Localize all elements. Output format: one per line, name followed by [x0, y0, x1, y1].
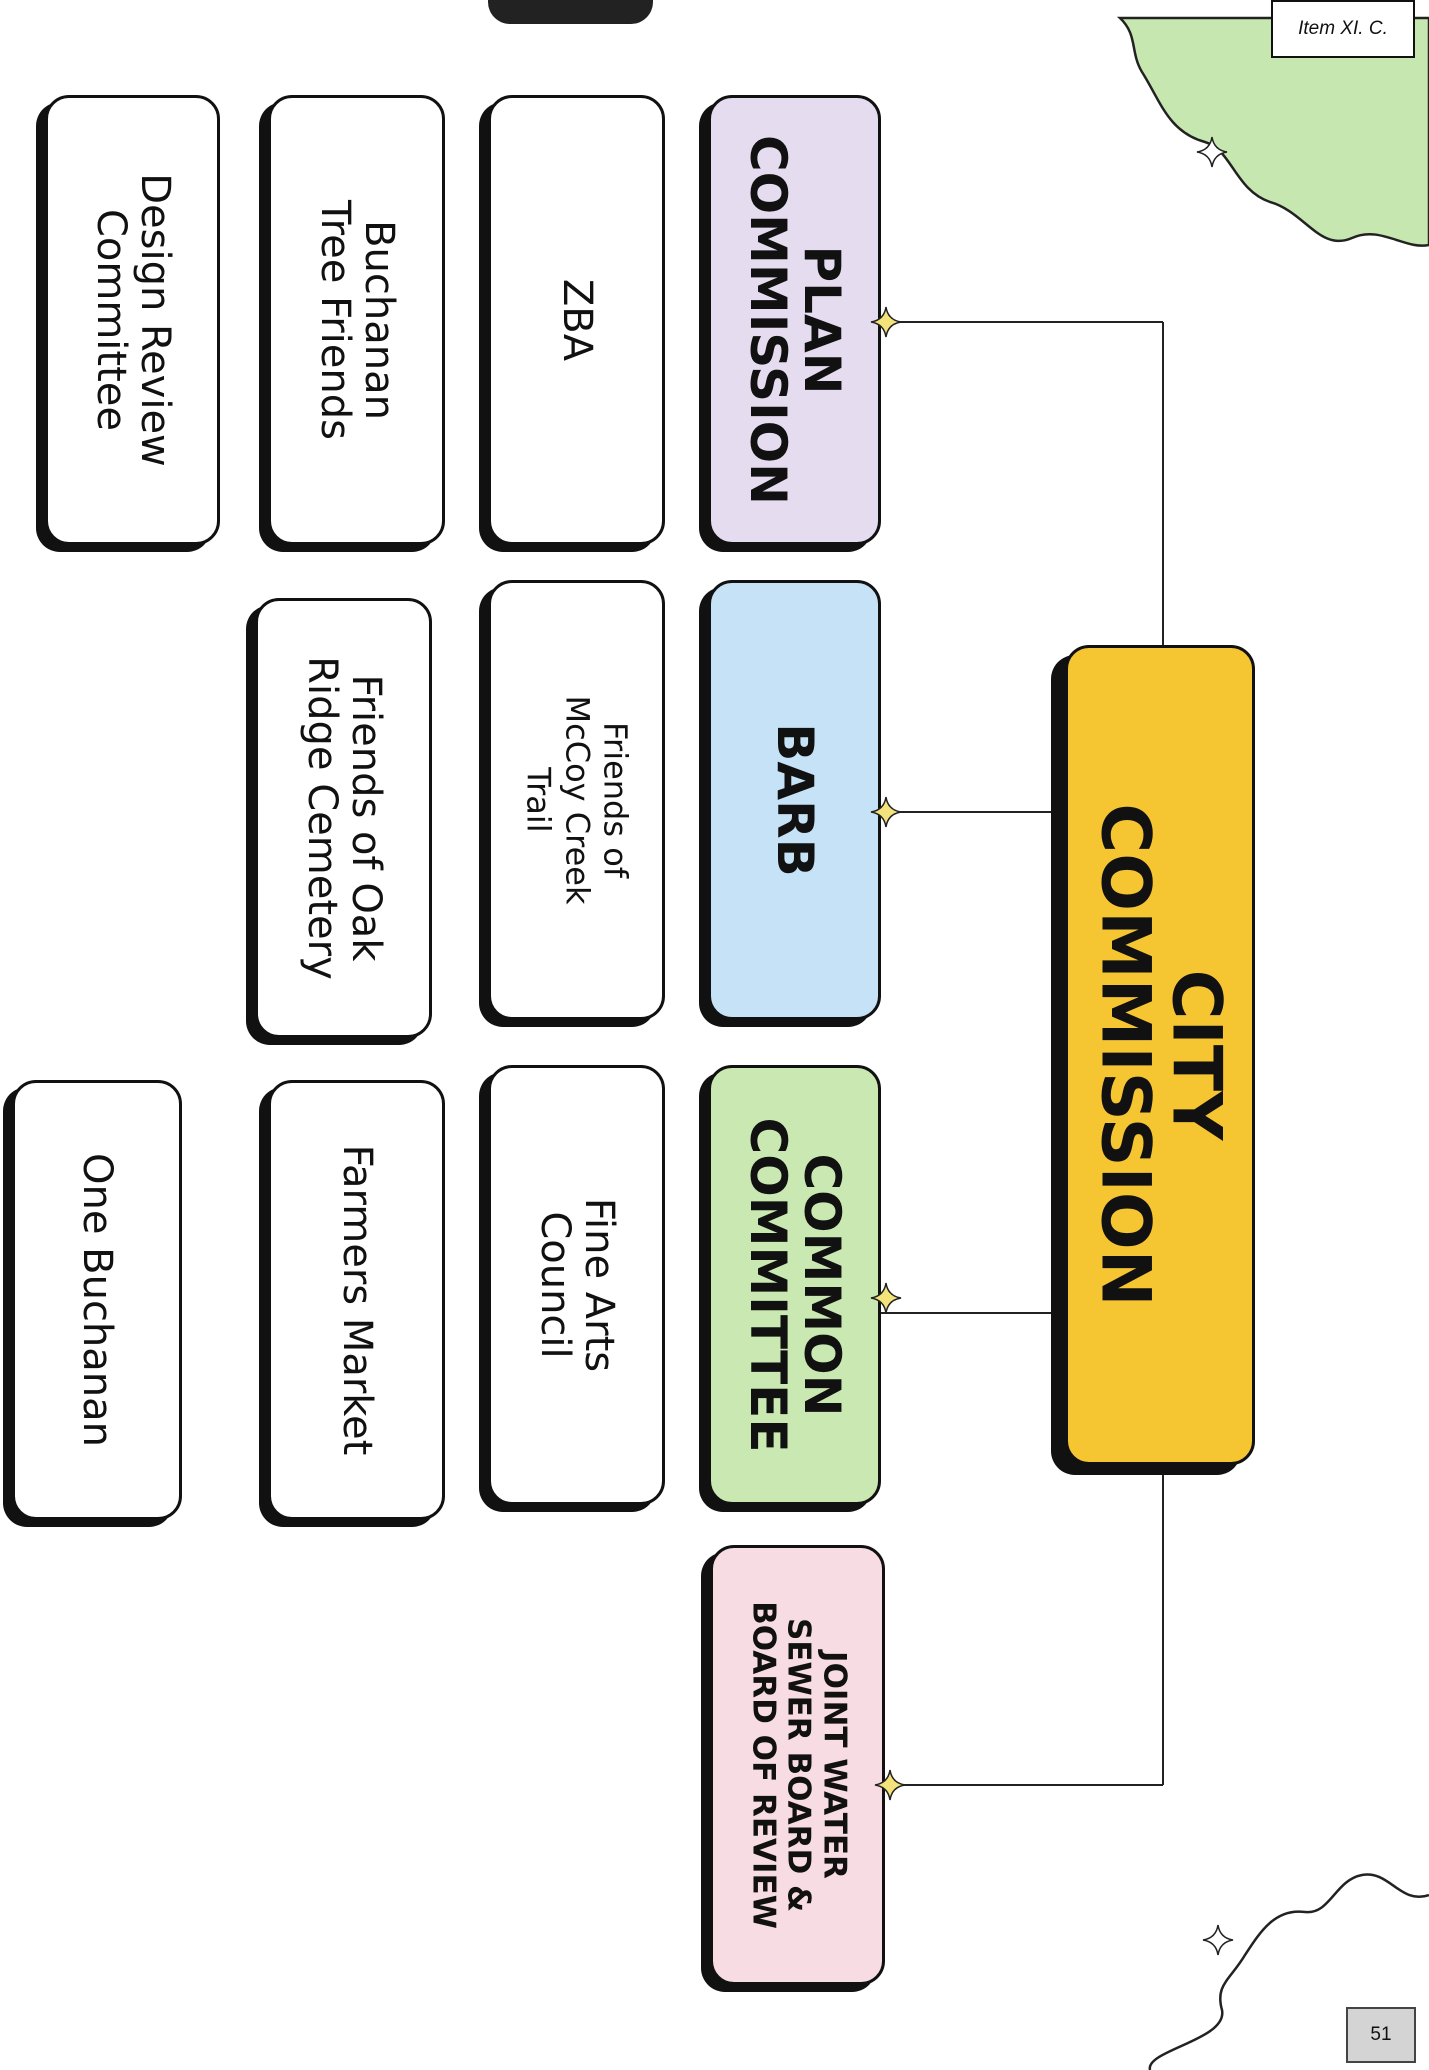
sparkle-star-icon — [870, 306, 902, 338]
buchanan-tree-friends-node: Buchanan Tree Friends — [268, 95, 445, 545]
friends-oak-ridge-cemetery-label: Friends of Oak Ridge Cemetery — [298, 656, 389, 980]
sparkle-star-icon — [1196, 136, 1228, 168]
zba-node: ZBA — [488, 95, 665, 545]
top-partial-box-decoration — [488, 0, 653, 24]
page-number: 51 — [1346, 2007, 1416, 2063]
barb-label: BARB — [765, 723, 824, 877]
green-blob-decoration — [1116, 16, 1429, 247]
fine-arts-council-label: Fine Arts Council — [531, 1197, 622, 1373]
joint-water-sewer-board-label: JOINT WATER SEWER BOARD & BOARD OF REVIE… — [744, 1601, 852, 1929]
design-review-committee-node: Design Review Committee — [45, 95, 220, 545]
farmers-market-label: Farmers Market — [333, 1144, 380, 1456]
city-commission-label: CITY COMMISSION — [1085, 803, 1236, 1307]
zba-label: ZBA — [553, 278, 600, 362]
barb-node: BARB — [708, 580, 881, 1020]
joint-water-sewer-board-node: JOINT WATER SEWER BOARD & BOARD OF REVIE… — [710, 1545, 885, 1985]
buchanan-tree-friends-label: Buchanan Tree Friends — [311, 200, 402, 440]
one-buchanan-node: One Buchanan — [12, 1080, 182, 1520]
design-review-committee-label: Design Review Committee — [87, 173, 178, 467]
one-buchanan-label: One Buchanan — [74, 1152, 120, 1448]
friends-mccoy-creek-trail-node: Friends of McCoy Creek Trail — [488, 580, 665, 1020]
common-committee-label: COMMON COMMITTEE — [738, 1117, 851, 1453]
friends-mccoy-creek-trail-label: Friends of McCoy Creek Trail — [519, 695, 635, 905]
plan-commission-label: PLAN COMMISSION — [738, 134, 851, 506]
squiggle-line-decoration — [1148, 1873, 1429, 2070]
fine-arts-council-node: Fine Arts Council — [488, 1065, 665, 1505]
sparkle-star-icon — [874, 1769, 906, 1801]
city-commission-node: CITY COMMISSION — [1065, 645, 1255, 1465]
common-committee-node: COMMON COMMITTEE — [708, 1065, 881, 1505]
agenda-item-tag: Item XI. C. — [1271, 0, 1415, 58]
sparkle-star-icon — [1202, 1924, 1234, 1956]
plan-commission-node: PLAN COMMISSION — [708, 95, 881, 545]
friends-oak-ridge-cemetery-node: Friends of Oak Ridge Cemetery — [255, 598, 432, 1038]
sparkle-star-icon — [870, 796, 902, 828]
farmers-market-node: Farmers Market — [268, 1080, 445, 1520]
sparkle-star-icon — [870, 1282, 902, 1314]
